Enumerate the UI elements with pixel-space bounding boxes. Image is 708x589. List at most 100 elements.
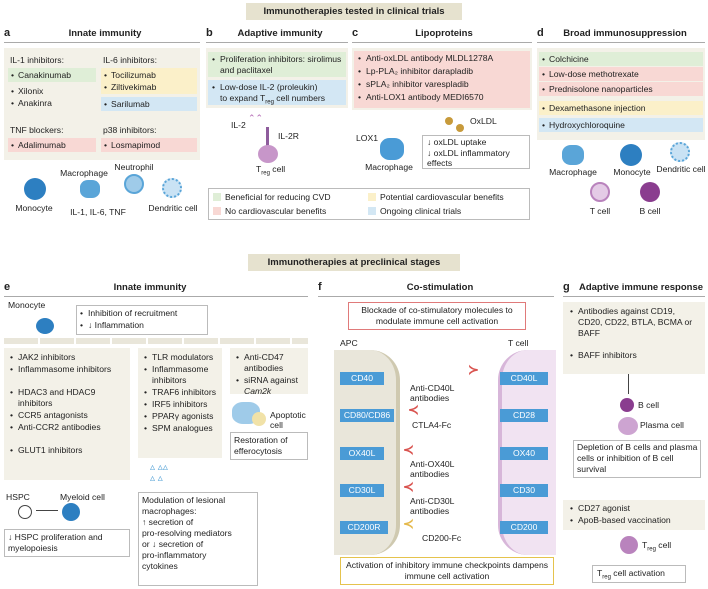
monocyte-label-e: Monocyte <box>8 300 46 310</box>
e-col3-item-1-text: siRNA against <box>244 375 298 385</box>
panel-g-rule <box>563 296 705 297</box>
panel-c-title: Lipoproteins <box>415 28 473 39</box>
drug-3: Anti-CD30L antibodies <box>410 496 455 516</box>
myeloid-cell-icon <box>62 503 80 521</box>
e-col1-item-1: Inflammasome inhibitors <box>10 364 128 375</box>
hspc-label: HSPC <box>6 492 30 502</box>
panel-c-effect-1: ↓ oxLDL inflammatory effects <box>427 148 510 168</box>
e-col1-item-0: JAK2 inhibitors <box>10 352 128 363</box>
hspc-effect: ↓ HSPC proliferation and myelopoiesis <box>8 532 103 553</box>
panel-b-item-1-a: Low-dose IL-2 (proleukin) <box>220 82 318 92</box>
g-treg-t: T <box>642 540 648 550</box>
g-bcell-label: B cell <box>638 400 660 410</box>
oxldl-particle-icon <box>456 124 464 132</box>
legend-swatch-red <box>213 207 221 215</box>
treg-label-b: Treg cell <box>256 164 285 177</box>
panel-c-item-3: Anti-LOX1 antibody MEDI6570 <box>358 92 484 103</box>
apc-mol-1: CD80/CD86 <box>340 409 394 422</box>
monocyte-icon <box>620 144 642 166</box>
e-col1-item-3: CCR5 antagonists <box>10 410 128 421</box>
legend-none: No cardiovascular benefits <box>225 206 327 216</box>
panel-b-item-1-b: to expand T <box>220 93 266 103</box>
b-cell-icon <box>620 398 634 412</box>
t-mol-3: CD30 <box>500 484 548 497</box>
neutrophil-label-a: Neutrophil <box>114 162 154 172</box>
e-col2-item-2: TRAF6 inhibitors <box>144 387 222 398</box>
g-depletion: Depletion of B cells and plasma cells or… <box>577 442 698 474</box>
top-banner: Immunotherapies tested in clinical trial… <box>246 3 462 20</box>
panel-d-item-2: Prednisolone nanoparticles <box>539 82 703 96</box>
panel-f-title: Co-stimulation <box>406 282 474 293</box>
e-col3-item-1-gene: Cam2k <box>244 386 272 396</box>
panel-a-title: Innate immunity <box>68 28 142 39</box>
cytokine-particles-icon: ▵ ▵▵▵ ▵ <box>150 462 168 484</box>
il6-heading: IL-6 inhibitors: <box>103 55 157 65</box>
b-cell-label-d: B cell <box>639 206 661 216</box>
panel-g-title: Adaptive immune response <box>578 282 704 293</box>
t-mol-1: CD28 <box>500 409 548 422</box>
panel-f-rule <box>318 296 554 297</box>
g-treg-sub: reg <box>647 546 656 553</box>
panel-e-rule <box>4 296 308 297</box>
e-col2-item-0: TLR modulators <box>144 352 222 363</box>
ctla4-fc-icon: ≺ <box>408 402 419 417</box>
il2-molecules-icon: ⌃⌃ <box>248 113 264 123</box>
apc-label: APC <box>340 338 358 348</box>
t-cell-label-d: T cell <box>589 206 611 216</box>
t-mol-4: CD200 <box>500 521 548 534</box>
treg-b-cell: cell <box>269 164 286 174</box>
lox1-label: LOX1 <box>356 133 378 143</box>
oxldl-label: OxLDL <box>470 116 497 126</box>
panel-c-effects-box <box>422 135 530 169</box>
neutrophil-icon <box>124 174 144 194</box>
cd200-fc-icon: ≺ <box>403 516 414 531</box>
macrophage-icon <box>562 145 584 165</box>
panel-d-letter: d <box>537 27 544 39</box>
lesional-line-4: or ↓ secretion of <box>142 539 204 549</box>
treg-b-t: T <box>256 164 262 174</box>
myeloid-label: Myeloid cell <box>60 492 105 502</box>
legend-swatch-blue <box>368 207 376 215</box>
t-cell-icon <box>590 182 610 202</box>
mid-banner: Immunotherapies at preclinical stages <box>248 254 460 271</box>
f-tcell-label: T cell <box>508 338 529 348</box>
drug-0: Anti-CD40L antibodies <box>410 383 455 403</box>
il1-item-2: Anakinra <box>8 96 96 110</box>
costim-top-note: Blockade of co-stimulatory molecules to … <box>348 302 526 330</box>
lesional-line-0: Modulation of lesional <box>142 495 226 505</box>
legend-potential: Potential cardiovascular benefits <box>380 192 504 202</box>
legend-ongoing: Ongoing clinical trials <box>380 206 462 216</box>
g-plasma-label: Plasma cell <box>640 420 684 430</box>
e-col3-item-0: Anti-CD47 antibodies <box>236 352 306 374</box>
macrophage-label-c: Macrophage <box>365 162 413 172</box>
panel-c-effect-0: ↓ oxLDL uptake <box>427 137 487 147</box>
efferocytosis-box <box>230 432 308 460</box>
il6-item-0: Tocilizumab <box>101 68 197 82</box>
efferocytosis-label: Restoration of efferocytosis <box>234 435 288 456</box>
il2r-label: IL-2R <box>278 131 300 141</box>
drug-1: CTLA4-Fc <box>412 420 452 430</box>
recruit-item-1: ↓ Inflammation <box>80 320 144 331</box>
panel-d-rule <box>537 42 705 43</box>
hspc-arrow <box>36 510 58 511</box>
inhibition-line <box>628 374 629 394</box>
il1-heading: IL-1 inhibitors: <box>10 55 64 65</box>
panel-a-rule <box>4 42 200 43</box>
lesional-line-1: macrophages: <box>142 506 197 516</box>
monocyte-icon <box>24 178 46 200</box>
g-treg-label: Treg cell <box>642 540 671 553</box>
panel-b-item-1: Low-dose IL-2 (proleukin)to expand Treg … <box>212 82 344 109</box>
panel-d-title: Broad immunosuppression <box>563 28 687 39</box>
t-mol-0: CD40L <box>500 372 548 385</box>
panel-b-item-0: Proliferation inhibitors: sirolimus and … <box>212 54 344 76</box>
il2r-receptor-icon <box>266 127 269 147</box>
panel-b-rule <box>206 42 348 43</box>
e-col2-item-4: PPARγ agonists <box>144 411 222 422</box>
costim-bottom-note: Activation of inhibitory immune checkpoi… <box>340 557 554 585</box>
panel-d-item-0: Colchicine <box>539 52 703 66</box>
apc-mol-4: CD200R <box>340 521 388 534</box>
e-col2-item-3: IRF5 inhibitors <box>144 399 222 410</box>
oxldl-particle-icon <box>445 117 453 125</box>
panel-b-letter: b <box>206 27 213 39</box>
il1-item-0: Canakinumab <box>8 68 96 82</box>
